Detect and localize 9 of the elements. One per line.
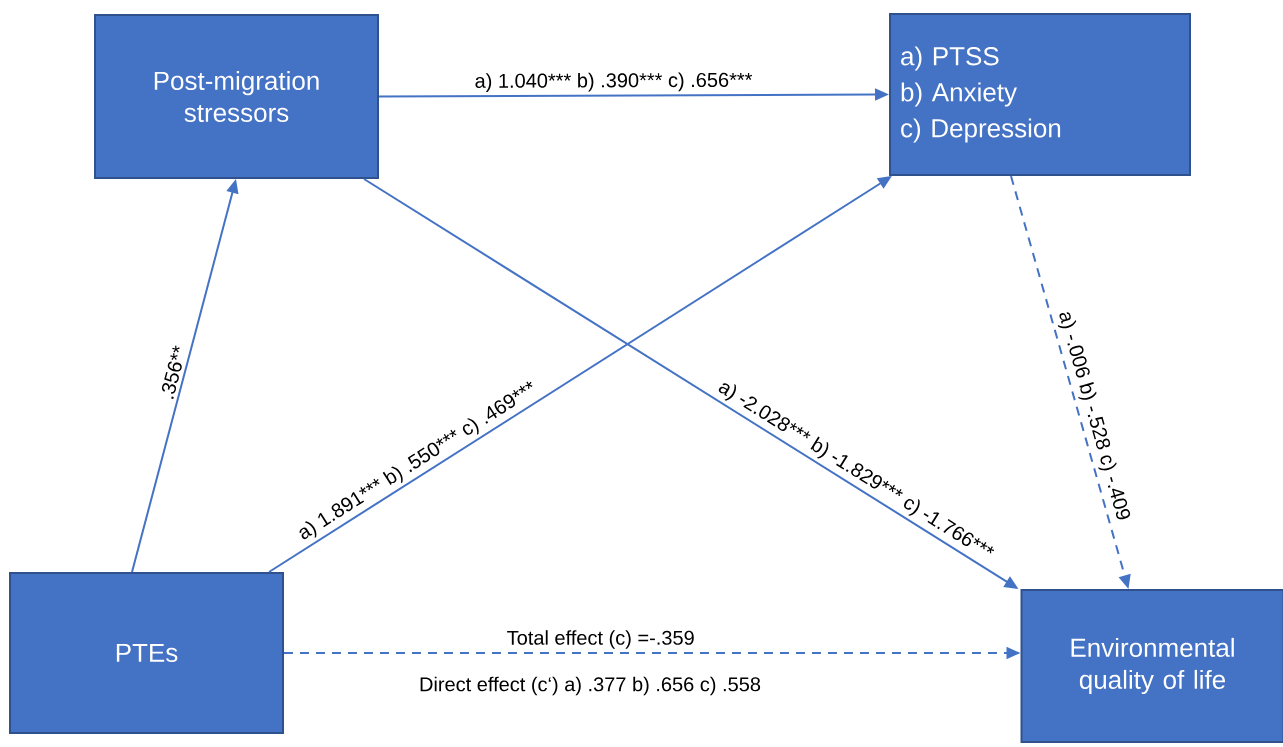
variable-box: a) PTSS b) Anxiety c) Depression [889, 13, 1191, 176]
variable-box: Environmental quality of life [1020, 589, 1283, 743]
variable-box: PTEs [9, 572, 284, 734]
edge-label: .356** [161, 345, 182, 399]
edge-label: a) -.006 b) -.528 c) -.409 [1057, 312, 1131, 520]
effect-label: Direct effect (c‘) a) .377 b) .656 c) .558 [420, 676, 761, 696]
edge-label: Total effect (c) =-.359 [507, 630, 694, 649]
variable-box: Post-migration stressors [94, 14, 379, 179]
edge-label: a) 1.040*** b) .390*** c) .656*** [475, 72, 753, 92]
